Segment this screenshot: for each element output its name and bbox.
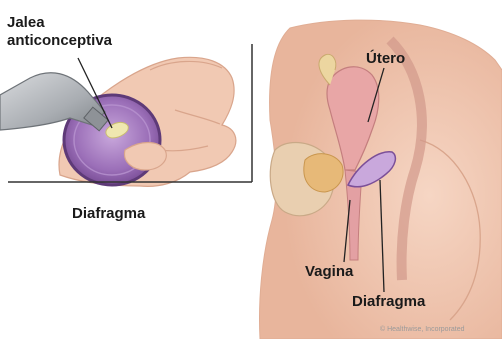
bladder: [304, 154, 343, 192]
uterus-label: Útero: [366, 50, 405, 67]
copyright-notice: © Healthwise, Incorporated: [380, 326, 465, 333]
jelly-label-line1: Jalea: [7, 14, 45, 31]
diaphragm-label-right: Diafragma: [352, 293, 425, 310]
diaphragm-label-left: Diafragma: [72, 205, 145, 222]
hand-panel: [0, 44, 252, 186]
vagina-label: Vagina: [305, 263, 353, 280]
anatomy-panel: [260, 20, 502, 339]
jelly-label-line2: anticonceptiva: [7, 32, 112, 49]
